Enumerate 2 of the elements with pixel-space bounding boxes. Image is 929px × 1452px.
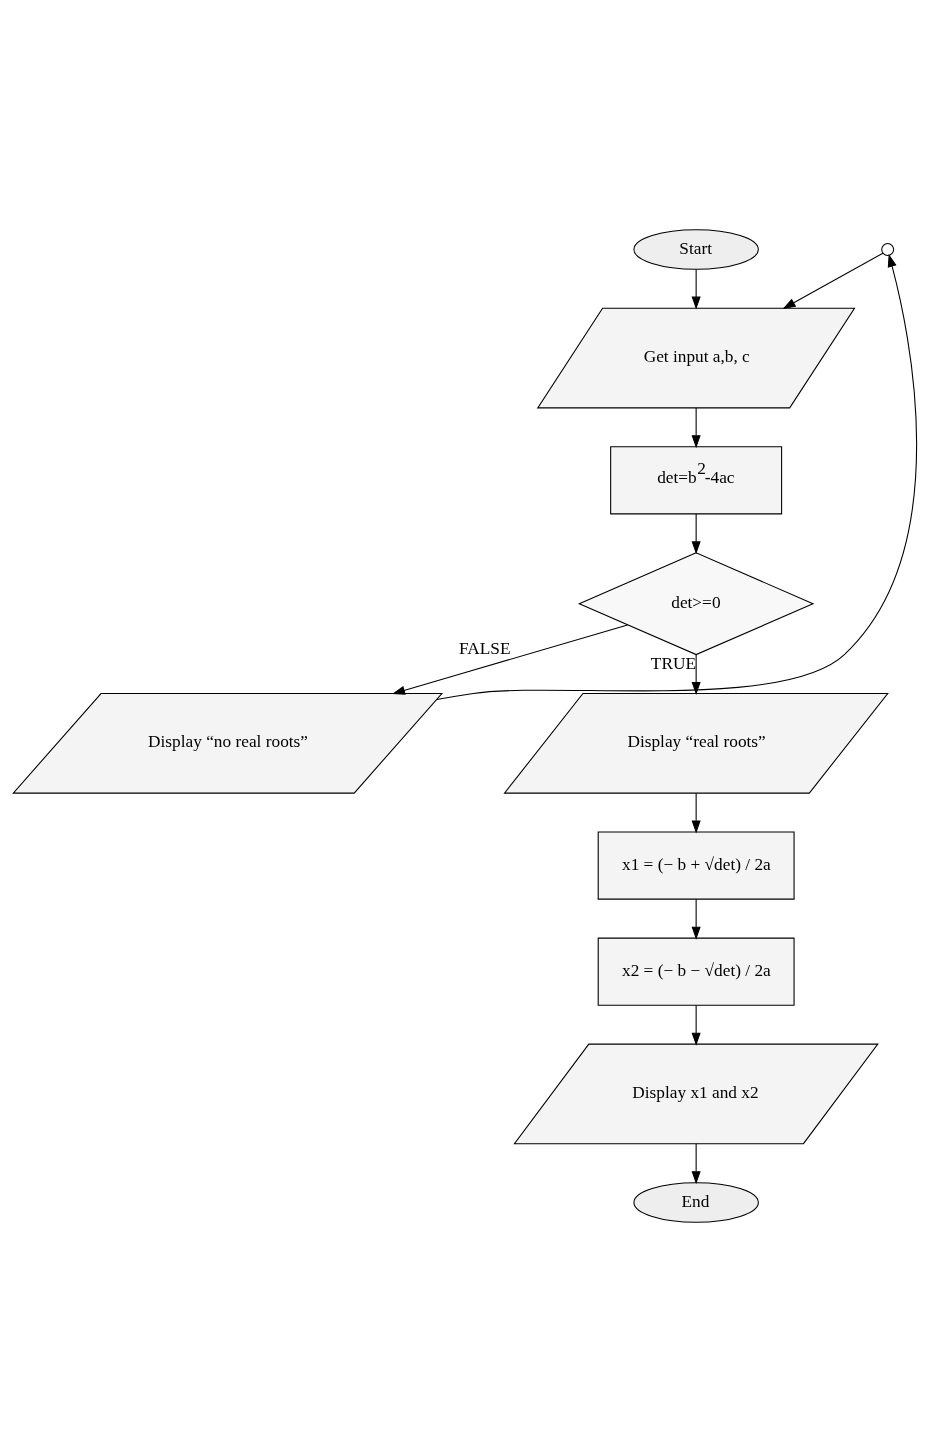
edge-label: TRUE xyxy=(650,653,696,673)
edge-label: FALSE xyxy=(458,638,510,658)
